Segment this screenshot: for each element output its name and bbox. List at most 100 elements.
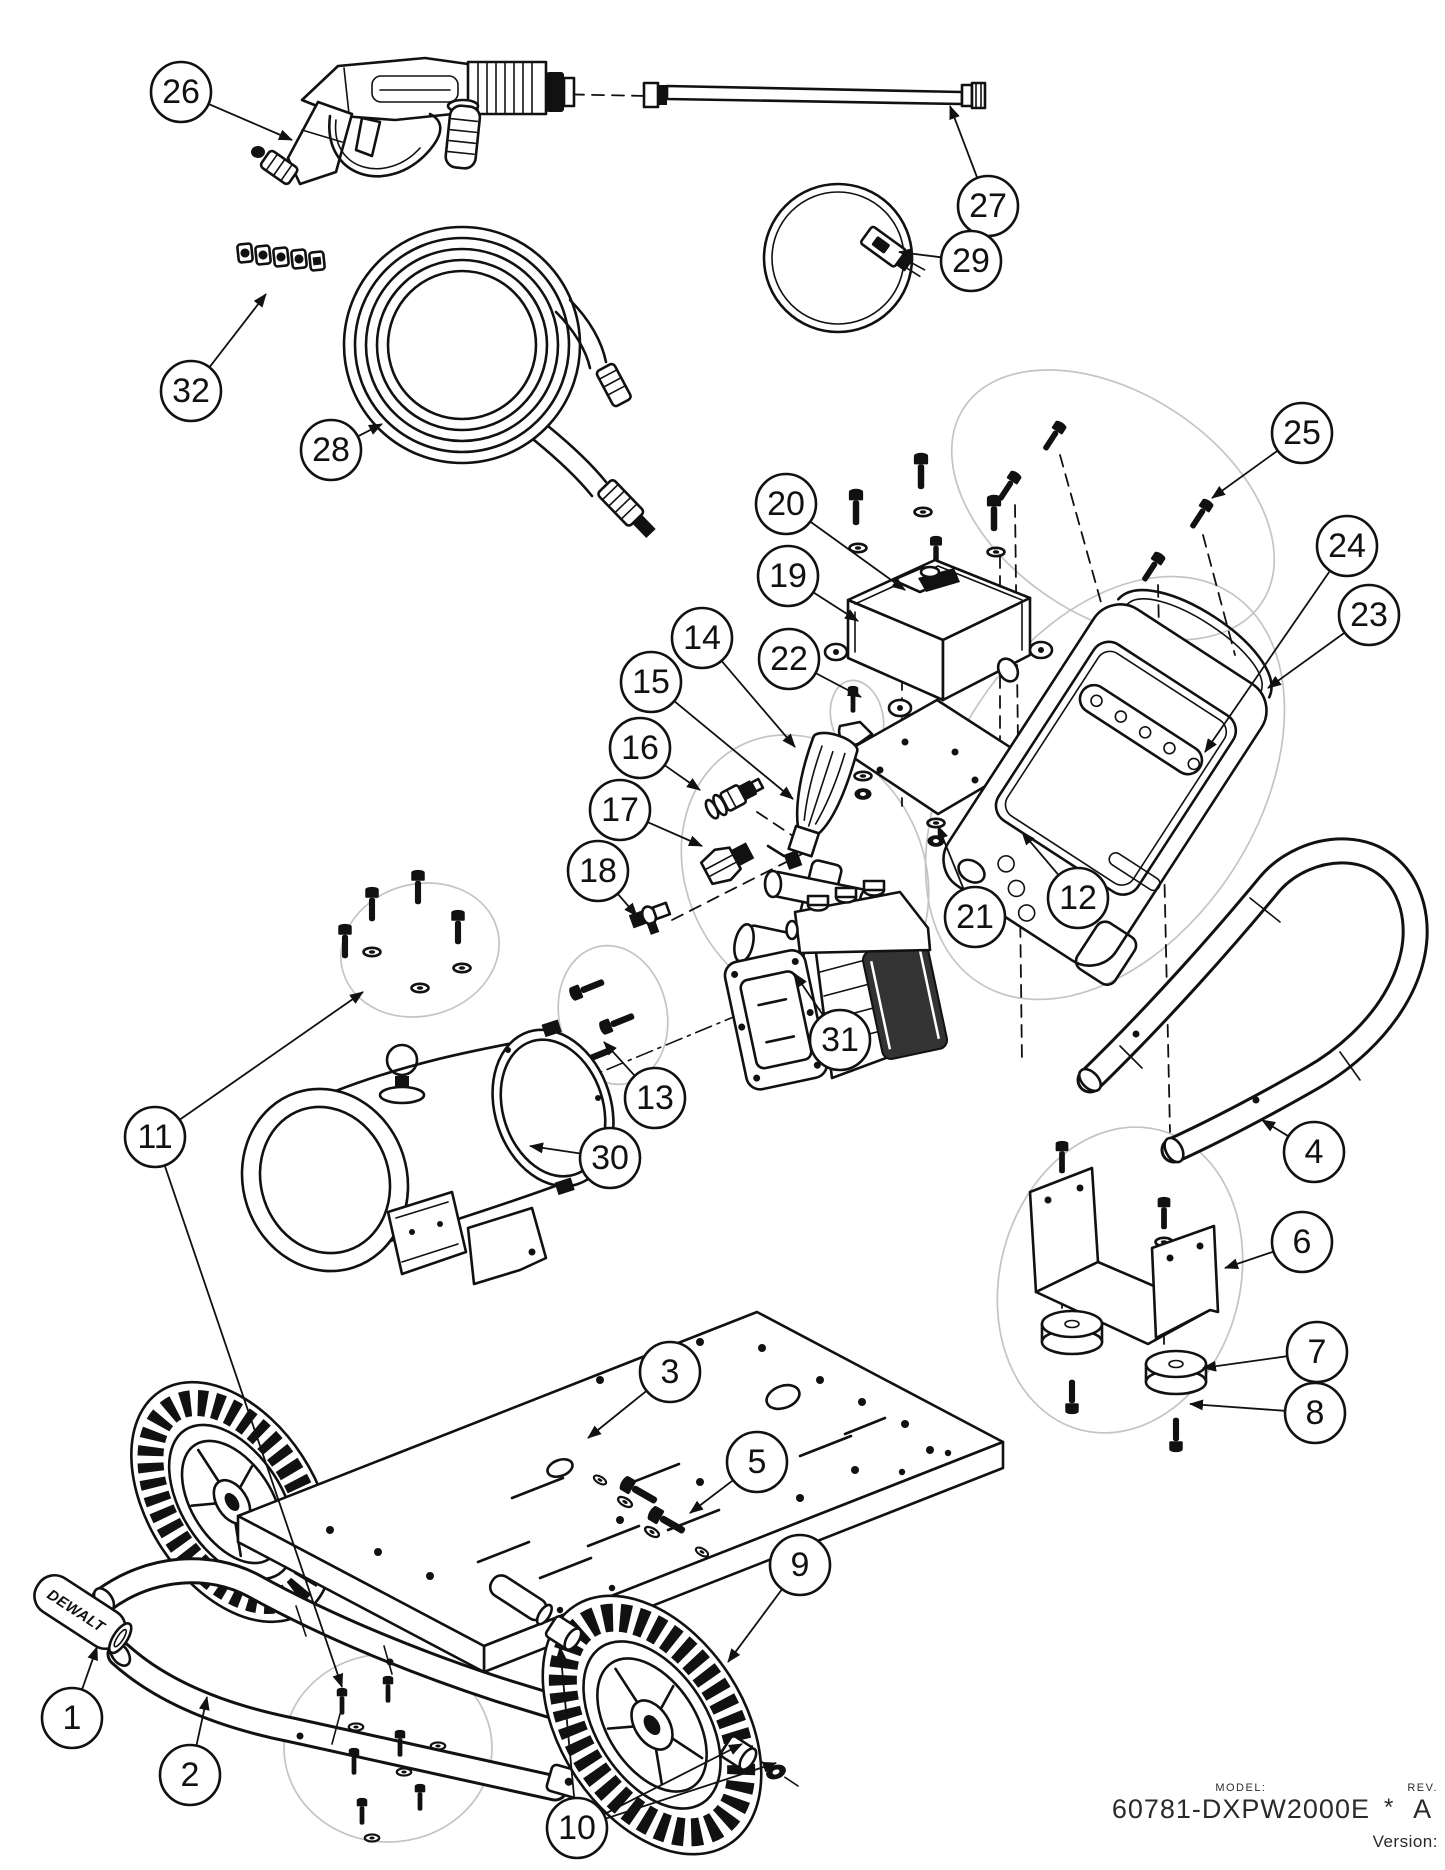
leader-line	[1189, 1399, 1286, 1412]
leader-line	[898, 248, 942, 260]
callout-19: 19	[756, 544, 859, 622]
rubber-foot	[1040, 1309, 1104, 1356]
callout-balloon	[638, 1340, 702, 1404]
callout-balloon	[566, 839, 630, 903]
callout-number: 10	[558, 1809, 596, 1847]
leader-line	[664, 764, 701, 791]
callout-4: 4	[1261, 1119, 1346, 1184]
callout-number: 27	[969, 187, 1007, 225]
callout-balloon	[578, 1126, 642, 1190]
callout-12: 12	[1021, 831, 1110, 930]
callout-balloon	[768, 1533, 832, 1597]
callout-1: 1	[40, 1646, 104, 1750]
callout-number: 22	[770, 640, 808, 678]
callout-24: 24	[1204, 514, 1379, 753]
callout-number: 11	[137, 1118, 172, 1156]
callout-number: 4	[1305, 1133, 1324, 1171]
callout-28: 28	[299, 418, 383, 482]
nozzle-set	[236, 242, 326, 272]
panel-strap	[1078, 683, 1204, 776]
leader-line	[605, 1761, 777, 1820]
callout-balloon	[159, 359, 223, 423]
callout-number: 9	[791, 1546, 810, 1584]
leader-line	[208, 293, 267, 368]
callout-5: 5	[689, 1430, 789, 1514]
callout-number: 17	[601, 791, 639, 829]
callout-10: 10	[545, 1646, 777, 1860]
inlet-plug-fitting	[699, 842, 755, 886]
rev-value: A	[1413, 1794, 1433, 1824]
callout-balloon	[149, 60, 213, 124]
leader-line	[673, 700, 794, 800]
callout-11: 11	[123, 991, 364, 1688]
switch-box	[823, 452, 1054, 718]
spray-gun	[251, 56, 576, 186]
callout-number: 15	[632, 663, 670, 701]
leader-line	[949, 105, 979, 179]
callout-balloon	[754, 472, 818, 536]
callout-32: 32	[159, 293, 267, 423]
callout-8: 8	[1189, 1381, 1347, 1445]
callout-balloon	[1315, 514, 1379, 578]
callout-balloon	[943, 885, 1007, 949]
callout-balloon	[123, 1105, 187, 1169]
front-wheel	[541, 1594, 763, 1856]
callout-number: 18	[579, 852, 617, 890]
callout-number: 1	[63, 1699, 82, 1737]
callout-balloon	[158, 1743, 222, 1807]
leader-line	[689, 1479, 734, 1514]
callout-14: 14	[670, 606, 796, 748]
callout-balloon	[1283, 1381, 1347, 1445]
callout-number: 6	[1293, 1223, 1312, 1261]
callout-number: 3	[661, 1353, 680, 1391]
callout-20: 20	[754, 472, 906, 591]
leader-line	[1211, 449, 1279, 499]
rev-label: REV.	[1407, 1782, 1438, 1794]
callout-23: 23	[1267, 583, 1401, 689]
leader-line	[1204, 570, 1331, 753]
leader-line	[208, 103, 293, 141]
callout-number: 5	[748, 1443, 767, 1481]
leader-line	[1021, 831, 1060, 876]
leader-line	[81, 1646, 98, 1690]
leader-line	[809, 520, 906, 591]
callout-number: 24	[1328, 527, 1366, 565]
panel-screws	[994, 419, 1215, 585]
callout-balloon	[545, 1796, 609, 1860]
callout-number: 31	[821, 1021, 859, 1059]
callout-number: 21	[956, 898, 994, 936]
leader-line	[720, 660, 796, 748]
callout-balloon	[670, 606, 734, 670]
callout-6: 6	[1224, 1210, 1334, 1274]
callout-balloon	[1282, 1120, 1346, 1184]
control-panel	[942, 419, 1273, 986]
frame-bracket	[1028, 1140, 1220, 1453]
power-cord	[762, 182, 926, 334]
pressure-knob	[787, 731, 859, 858]
callout-9: 9	[727, 1533, 832, 1663]
callout-31: 31	[794, 973, 872, 1072]
leader-line	[357, 423, 383, 438]
callout-number: 14	[683, 619, 721, 657]
callout-number: 13	[636, 1079, 674, 1117]
callout-balloon	[40, 1686, 104, 1750]
callout-number: 20	[767, 485, 805, 523]
callout-13: 13	[603, 1041, 687, 1130]
callout-21: 21	[937, 825, 1007, 949]
title-block: MODEL: 60781-DXPW2000E * REV. A	[1058, 1782, 1438, 1825]
leader-line	[195, 1696, 210, 1746]
leader-line	[616, 893, 638, 917]
quick-connect-fitting	[704, 777, 765, 820]
elbow-fitting	[628, 901, 672, 935]
callout-number: 7	[1308, 1333, 1327, 1371]
lance-wand	[642, 81, 987, 110]
leader-line	[815, 672, 862, 698]
callout-balloon	[299, 418, 363, 482]
leader-line	[603, 1041, 636, 1077]
callout-balloon	[757, 627, 821, 691]
callout-17: 17	[588, 778, 703, 847]
leader-line	[647, 821, 703, 847]
lifting-eye	[378, 1043, 426, 1105]
